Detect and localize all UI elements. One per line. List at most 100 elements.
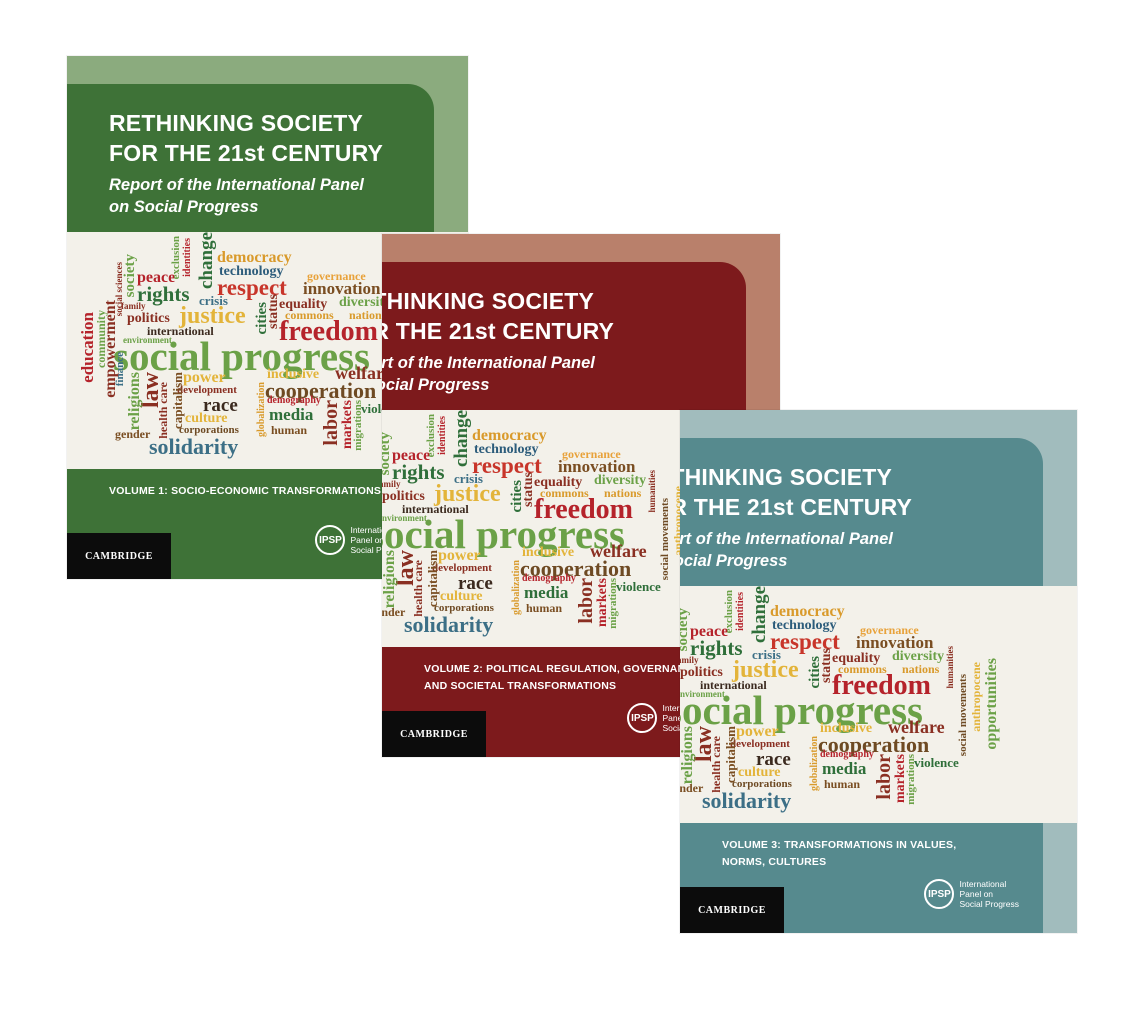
word-cloud-word: justice [434,481,501,507]
word-cloud-word: culture [738,765,781,780]
word-cloud-word: solidarity [702,788,792,813]
word-cloud-word: freedom [534,494,633,525]
word-cloud-word: change [451,410,472,467]
word-cloud-word: social progress [382,511,626,557]
word-cloud-word: governance [307,269,366,283]
word-cloud-word: diversity [892,649,945,664]
word-cloud-word: change [196,232,217,289]
word-cloud-word: justice [732,657,799,683]
word-cloud-word: democracy [770,603,845,620]
word-cloud-word: corporations [179,424,239,436]
word-cloud-word: capitalism [723,726,738,784]
word-cloud-word: globalization [809,736,820,792]
word-cloud-word: labor [873,754,895,800]
word-cloud-word: humanities [945,646,955,689]
publisher-badge: CAMBRIDGE [382,711,486,757]
word-cloud-word: opportunities [983,658,1000,750]
word-cloud-word: development [730,738,790,750]
word-cloud-word: media [269,405,314,424]
word-cloud-word: violence [914,755,959,770]
word-cloud-word: freedom [279,316,378,347]
word-cloud-word: religions [680,726,696,785]
volume-label: VOLUME 1: SOCIO-ECONOMIC TRANSFORMATIONS [109,485,382,497]
word-cloud-word: solidarity [404,612,494,637]
word-cloud-word: politics [680,665,723,680]
word-cloud-word: labor [320,400,342,446]
word-cloud-word: social progress [680,687,924,733]
word-cloud-word: respect [770,629,840,654]
word-cloud-word: international [402,502,469,516]
word-cloud-word: status [266,294,281,330]
word-cloud-word: crisis [454,471,483,486]
word-cloud-word: rights [392,460,445,484]
word-cloud-word: health care [156,382,170,439]
word-cloud-word: anthropocene [969,662,983,732]
word-cloud-word: equality [534,475,583,490]
word-cloud-word: solidarity [149,434,239,459]
word-cloud-word: innovation [558,457,636,476]
word-cloud-word: respect [472,453,542,478]
word-cloud-word: exclusion [723,590,735,634]
word-cloud-word: environment [123,335,172,345]
word-cloud-word: demography [820,749,874,760]
word-cloud-word: democracy [217,249,292,266]
word-cloud-word: inclusive [267,367,320,382]
word-cloud-word: cooperation [818,732,930,757]
word-cloud-word: exclusion [170,236,182,280]
word-cloud-word: environment [680,689,725,699]
word-cloud-word: labor [575,578,597,624]
word-cloud-word: politics [127,311,170,326]
cover-subtitle: Report of the International Panel on Soc… [382,354,595,394]
word-cloud-word: innovation [303,279,381,298]
word-cloud-word: rights [137,282,190,306]
word-cloud-word: gender [115,427,151,441]
word-cloud-word: power [183,369,226,386]
word-cloud-word: peace [137,269,176,286]
word-cloud-word: technology [219,264,284,279]
word-cloud-word: race [458,573,493,594]
word-cloud-word: identities [437,416,448,455]
word-cloud-word: status [819,648,834,684]
word-cloud-word: commons [838,662,887,676]
word-cloud-word: nations [902,662,940,676]
word-cloud-word: technology [474,442,539,457]
word-cloud-word: health care [411,560,425,617]
cover-title: RETHINKING SOCIETY FOR THE 21st CENTURY [680,464,913,520]
volume-label: VOLUME 2: POLITICAL REGULATION, GOVERNAN… [424,663,704,692]
word-cloud-word: governance [860,623,919,637]
word-cloud-word: commons [540,486,589,500]
ipsp-logo: IPSP International Panel on Social Progr… [924,879,1019,909]
word-cloud-word: family [382,479,401,489]
word-cloud-word: corporations [434,602,494,614]
word-cloud-word: democracy [472,427,547,444]
word-cloud-word: international [700,678,767,692]
cover-subtitle: Report of the International Panel on Soc… [109,176,364,216]
word-cloud-word: cooperation [265,378,377,403]
word-cloud-word: development [432,562,492,574]
volume-label: VOLUME 3: TRANSFORMATIONS IN VALUES, NOR… [722,839,957,868]
word-cloud-word: globalization [511,560,522,616]
word-cloud-word: family [680,655,699,665]
cover-title: RETHINKING SOCIETY FOR THE 21st CENTURY [109,110,384,166]
book-cover-volume-1: RETHINKING SOCIETY FOR THE 21st CENTURY … [67,56,468,579]
word-cloud-word: demography [267,395,321,406]
word-cloud-word: media [524,583,569,602]
word-cloud-word: development [177,384,237,396]
word-cloud-word: politics [382,489,425,504]
word-cloud-word: capitalism [425,550,440,608]
word-cloud-word: capitalism [170,372,185,430]
word-cloud-word: power [438,547,481,564]
word-cloud-word: crisis [752,647,781,662]
word-cloud-word: equality [279,297,328,312]
cover-header: RETHINKING SOCIETY FOR THE 21st CENTURY … [680,410,1077,586]
word-cloud-word: family [121,301,146,311]
cover-header-panel [680,438,1043,586]
word-cloud-word: humanities [647,470,657,513]
word-cloud-word: religions [382,550,398,609]
word-cloud-word: governance [562,447,621,461]
publisher-badge: CAMBRIDGE [67,533,171,579]
word-cloud-word: globalization [256,382,267,438]
word-cloud-word: gender [680,781,704,795]
word-cloud-word: violence [616,579,661,594]
